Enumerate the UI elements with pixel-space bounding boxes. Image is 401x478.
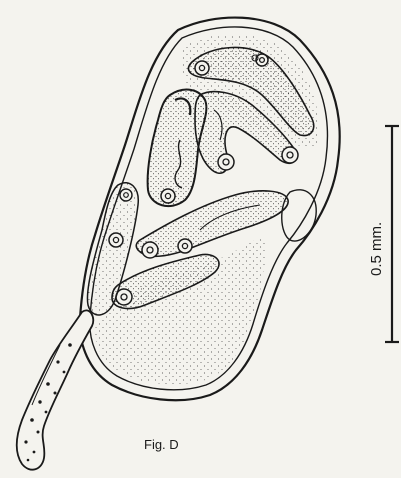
tail-appendage xyxy=(17,310,94,469)
scale-bar-label: 0.5 mm. xyxy=(368,222,385,276)
scale-bar: 0.5 mm. xyxy=(368,126,399,342)
figure-caption: Fig. D xyxy=(144,437,179,452)
